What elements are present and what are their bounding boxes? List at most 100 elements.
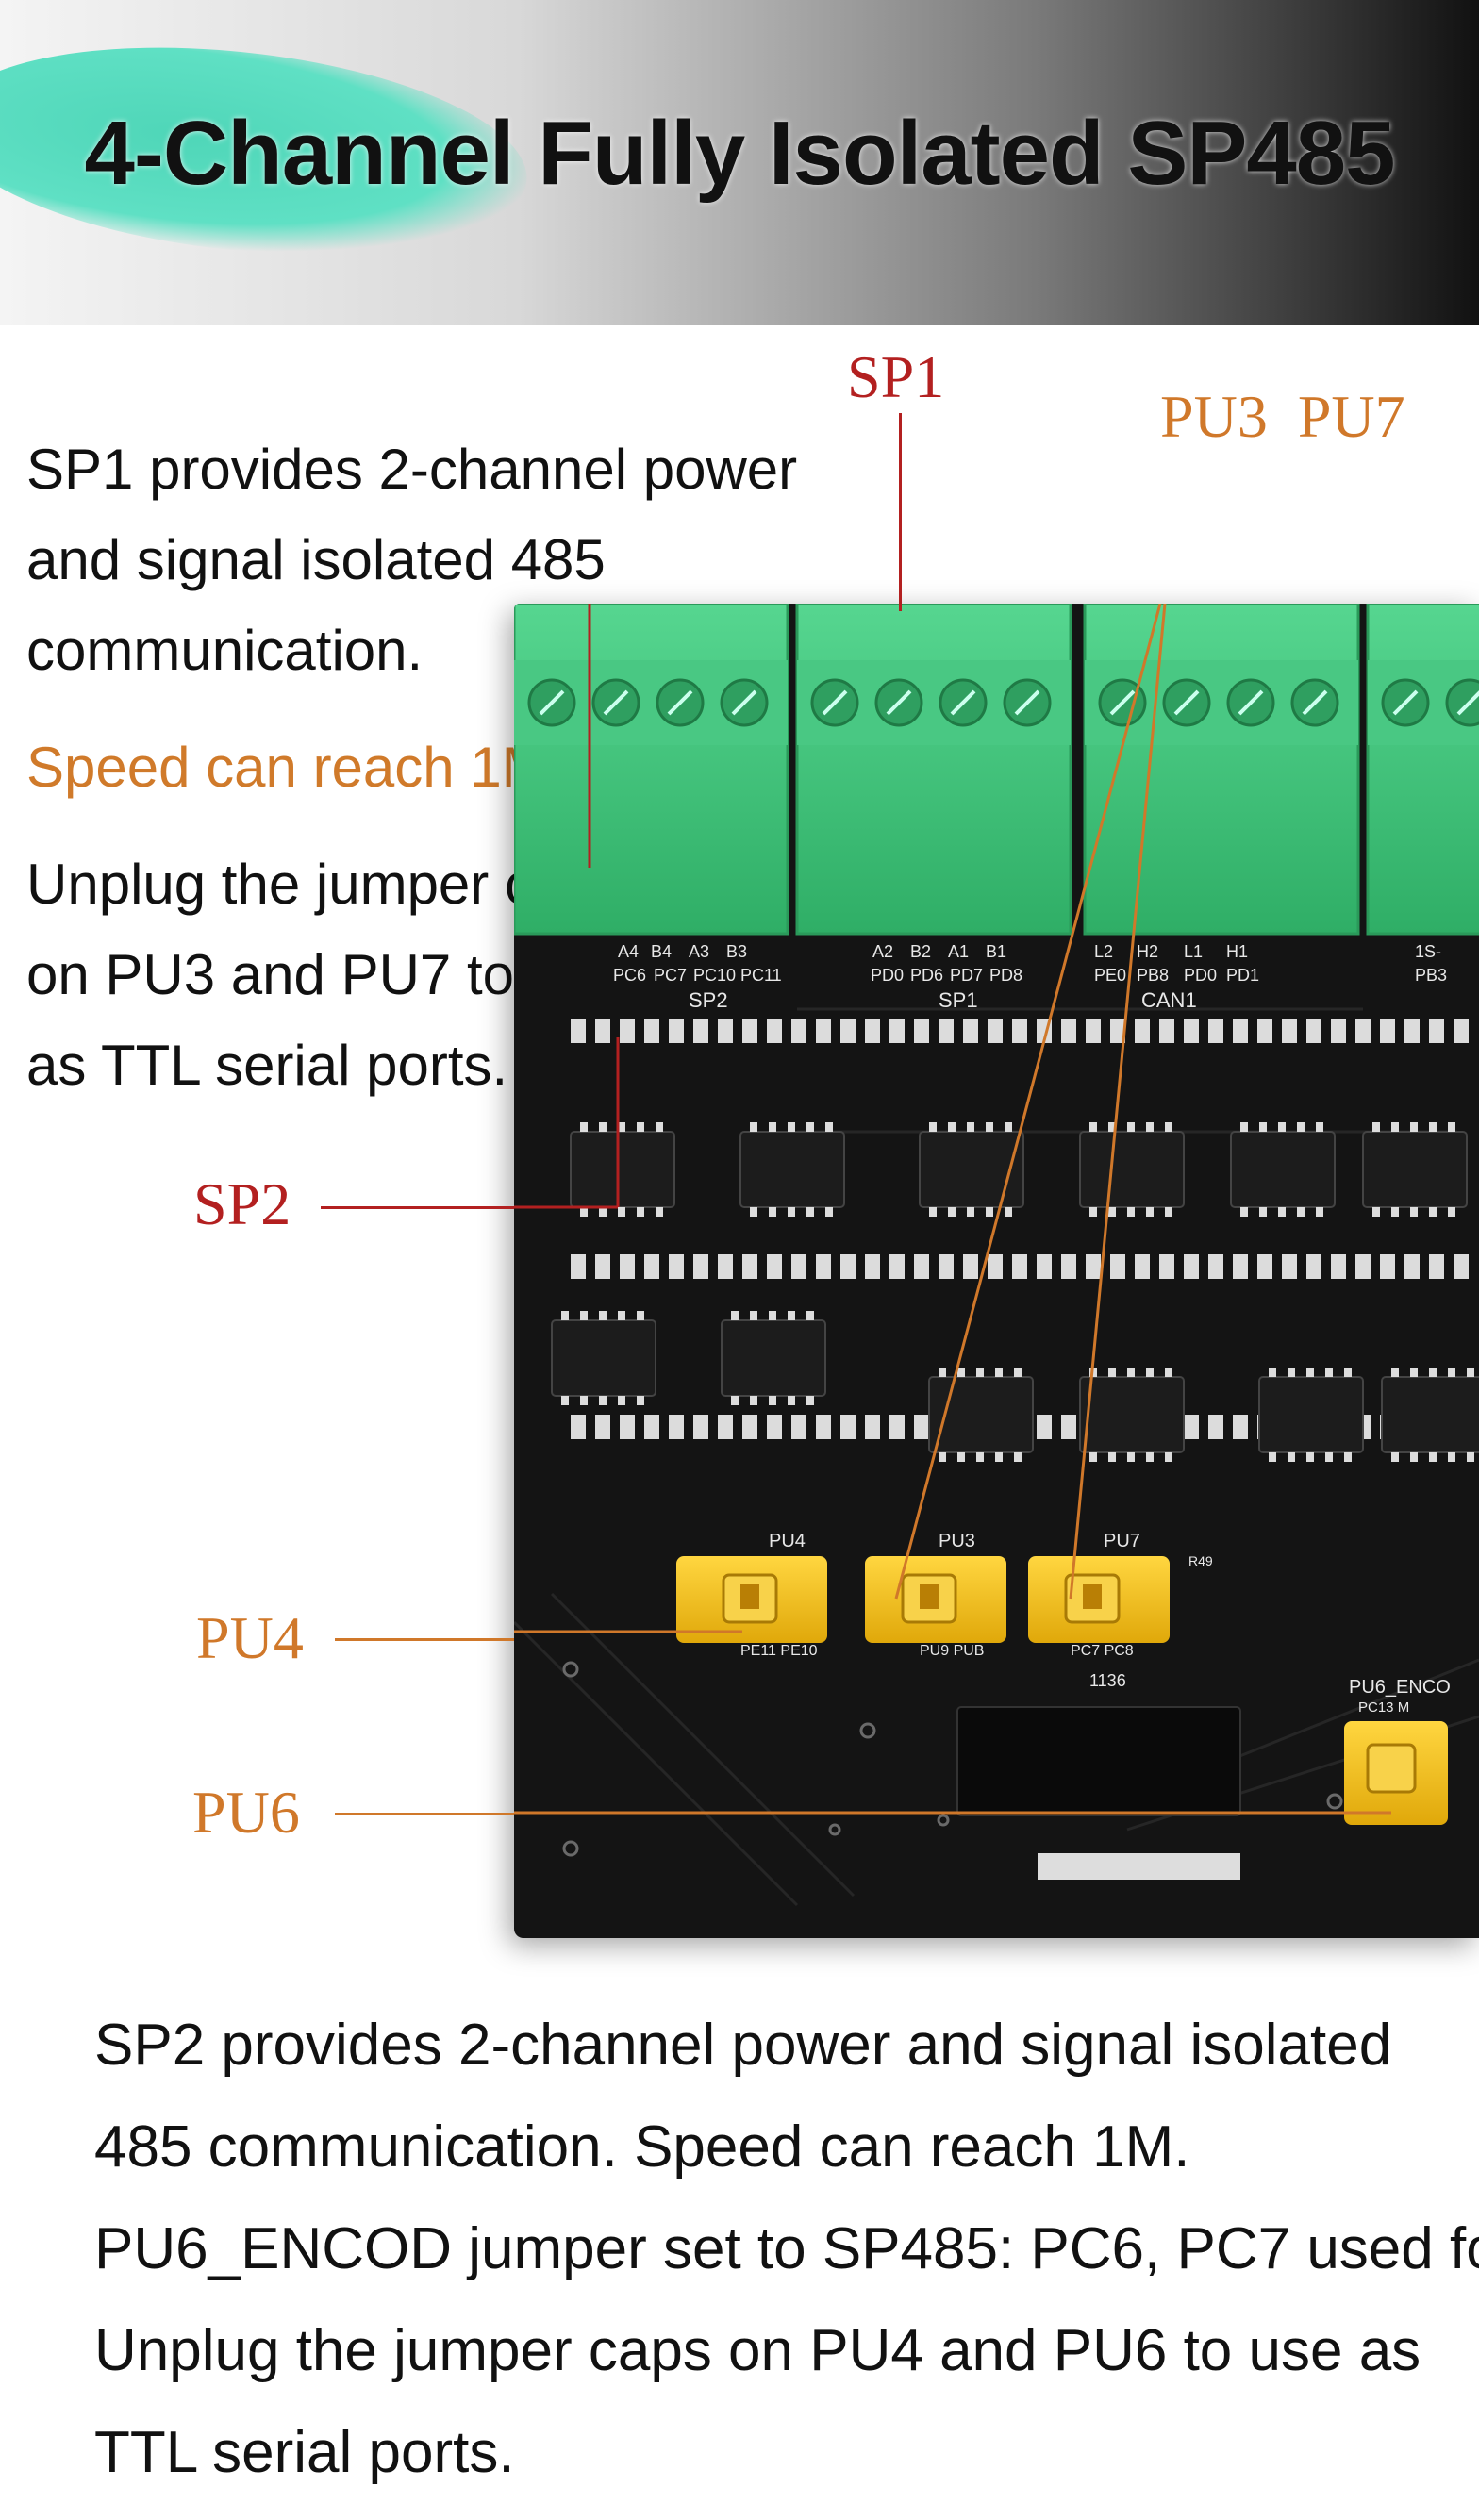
smd-component — [1061, 1254, 1076, 1279]
pin-label-pc6: PC6 — [613, 966, 646, 985]
pin-label-h1: H1 — [1226, 942, 1248, 961]
pin-label-pd1: PD1 — [1226, 966, 1259, 985]
pin-label-b3: B3 — [726, 942, 747, 961]
footer-line-2: 485 communication. Speed can reach 1M. — [94, 2114, 1190, 2180]
pu6-enc-label: PU6_ENCO — [1349, 1677, 1451, 1698]
terminal-block — [795, 604, 1072, 936]
smd-component — [988, 1254, 1003, 1279]
pin-label-b2: B2 — [910, 942, 931, 961]
pin-label-1s: 1S- — [1415, 942, 1441, 961]
smd-component — [1208, 1019, 1223, 1043]
smd-component — [1110, 1019, 1125, 1043]
smd-component — [1306, 1019, 1321, 1043]
callout-sp1-line — [899, 413, 902, 611]
smd-component — [840, 1254, 856, 1279]
footer-description: SP2 provides 2-channel power and signal … — [94, 1995, 1479, 2504]
smd-component — [669, 1019, 684, 1043]
smd-component — [939, 1254, 954, 1279]
smd-component — [865, 1019, 880, 1043]
smd-component — [1184, 1019, 1199, 1043]
smd-component — [1208, 1254, 1223, 1279]
smd-component — [1331, 1019, 1346, 1043]
intro-line-3: communication. — [26, 619, 424, 682]
smd-component — [718, 1415, 733, 1439]
smd-component — [742, 1254, 757, 1279]
smd-component — [1233, 1415, 1248, 1439]
smd-component — [1135, 1254, 1150, 1279]
ic-chip — [928, 1368, 1034, 1462]
pin-label-a2: A2 — [872, 942, 893, 961]
smd-component — [693, 1415, 708, 1439]
pin-label-b1: B1 — [986, 942, 1006, 961]
smd-component — [816, 1415, 831, 1439]
smd-component — [669, 1415, 684, 1439]
ic-chip — [1362, 1122, 1468, 1217]
smd-component — [914, 1254, 929, 1279]
callout-sp1: SP1 — [847, 343, 945, 410]
smd-component — [1012, 1019, 1027, 1043]
smd-component — [889, 1019, 905, 1043]
pin-label-pc11: PC11 — [740, 966, 782, 985]
smd-component — [1037, 1415, 1052, 1439]
pin-label-pe0: PE0 — [1094, 966, 1126, 985]
smd-component — [1355, 1254, 1371, 1279]
jumper-pu4 — [676, 1556, 827, 1643]
smd-component — [816, 1019, 831, 1043]
smd-component — [1086, 1019, 1101, 1043]
pcb-board-drawing: A4 B4 A3 B3 A2 B2 A1 B1 L2 H2 L1 H1 1S- … — [514, 604, 1479, 1907]
black-connector — [956, 1706, 1241, 1816]
smd-component — [889, 1415, 905, 1439]
smd-component — [571, 1254, 586, 1279]
pin-label-a1: A1 — [948, 942, 969, 961]
smd-component — [1404, 1019, 1420, 1043]
smd-component — [1454, 1254, 1469, 1279]
ic-chip — [721, 1311, 826, 1405]
smd-component — [742, 1415, 757, 1439]
smd-component — [1233, 1254, 1248, 1279]
mark-1136: 1136 — [1089, 1671, 1126, 1690]
smd-component — [644, 1415, 659, 1439]
callout-sp2: SP2 — [193, 1170, 291, 1237]
smd-component — [1282, 1254, 1297, 1279]
smd-component — [1429, 1019, 1444, 1043]
callout-pu4: PU4 — [196, 1604, 304, 1671]
pin-label-pc7: PC7 — [654, 966, 687, 985]
smd-component — [988, 1019, 1003, 1043]
smd-component — [840, 1019, 856, 1043]
group-label-sp2: SP2 — [689, 988, 728, 1012]
smd-component — [595, 1019, 610, 1043]
smd-component — [1331, 1254, 1346, 1279]
smd-component — [620, 1254, 635, 1279]
smd-component — [1184, 1415, 1199, 1439]
smd-component — [693, 1019, 708, 1043]
smd-component — [1061, 1019, 1076, 1043]
smd-component — [1355, 1019, 1371, 1043]
callout-pu4-line — [335, 1638, 514, 1641]
pin-label-pd0: PD0 — [871, 966, 904, 985]
jumper-pu7 — [1028, 1556, 1170, 1643]
resistor-label: R49 — [1188, 1553, 1213, 1568]
ic-chip — [919, 1122, 1024, 1217]
ic-chip — [740, 1122, 845, 1217]
page-title: 4-Channel Fully Isolated SP485 — [84, 103, 1395, 204]
smd-component — [939, 1019, 954, 1043]
smd-component — [1061, 1415, 1076, 1439]
ic-chip — [1230, 1122, 1336, 1217]
pin-label-pc10: PC10 — [693, 966, 736, 985]
jumper-label-pu3: PU3 — [939, 1531, 975, 1551]
jumper-pu6 — [1344, 1721, 1448, 1825]
smd-component — [791, 1019, 806, 1043]
pu6-enc-sub: PC13 M — [1358, 1699, 1409, 1716]
smd-component — [963, 1254, 978, 1279]
smd-component — [889, 1254, 905, 1279]
ic-chip — [1381, 1368, 1479, 1462]
smd-component — [1086, 1254, 1101, 1279]
smd-component — [1306, 1254, 1321, 1279]
smd-component — [1380, 1254, 1395, 1279]
jumper-pins-pu3: PU9 PUB — [920, 1643, 984, 1659]
callout-pu6: PU6 — [192, 1779, 300, 1846]
pcb-board-photo: A4 B4 A3 B3 A2 B2 A1 B1 L2 H2 L1 H1 1S- … — [514, 604, 1479, 1938]
smd-component — [1429, 1254, 1444, 1279]
smd-component — [1257, 1254, 1272, 1279]
smd-component — [693, 1254, 708, 1279]
